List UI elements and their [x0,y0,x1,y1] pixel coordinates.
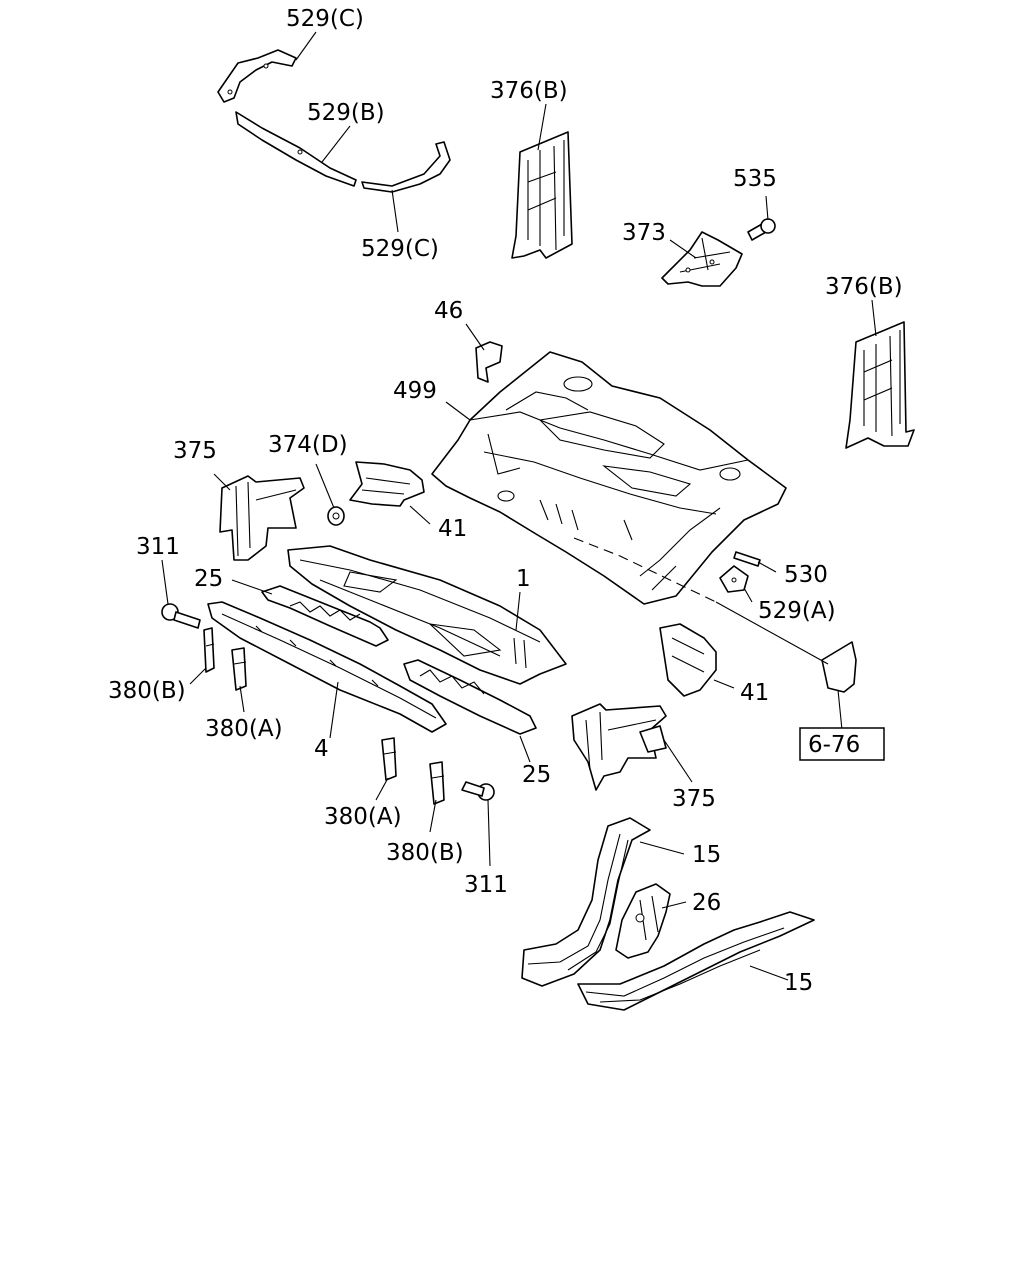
label-529a: 529(A) [758,598,836,624]
bolt-311-left [161,603,201,629]
pillar-376b-right [845,321,915,449]
pillar-376b-left [511,131,573,259]
nut-374d [327,506,345,526]
label-373: 373 [622,220,666,246]
bracket-529a [719,565,749,593]
label-26: 26 [692,890,721,916]
floor-panel-1 [287,545,567,685]
bolt-311-bottom [461,781,495,801]
label-376b-right: 376(B) [825,274,903,300]
label-1: 1 [516,566,531,592]
label-530: 530 [784,562,828,588]
gusset-375-right [571,703,667,791]
gusset-375-left [219,475,305,561]
strip-530 [733,551,761,567]
label-529b: 529(B) [307,100,385,126]
label-380a-mid: 380(A) [324,804,402,830]
reference-box-6-76 [799,727,885,761]
label-375-right: 375 [672,786,716,812]
gusset-41-lower [659,623,717,697]
rear-floor-499 [431,351,787,605]
label-529c-bottom: 529(C) [361,236,439,262]
label-380b-left: 380(B) [108,678,186,704]
label-15-upper: 15 [692,842,721,868]
bracket-373 [661,231,743,287]
label-46: 46 [434,298,463,324]
label-15-lower: 15 [784,970,813,996]
bolt-535 [747,218,776,241]
label-535: 535 [733,166,777,192]
callout-labels: 529(C) 529(B) 529(C) 376(B) 535 373 376(… [108,6,903,996]
label-374d: 374(D) [268,432,348,458]
gusset-41-upper [349,461,425,507]
label-41-lower: 41 [740,680,769,706]
bracket-46 [475,341,503,383]
bracket-380b-mid [429,761,445,805]
frame-rail-15-upper [521,817,651,987]
bracket-26 [615,883,671,959]
leader-lines [161,31,877,981]
label-4: 4 [314,736,329,762]
crossmember-4 [207,601,447,733]
brace-529 [217,49,451,193]
label-380a-left: 380(A) [205,716,283,742]
label-311-bottom: 311 [464,872,508,898]
label-529c-top: 529(C) [286,6,364,32]
label-376b-left: 376(B) [490,78,568,104]
frame-rail-15-lower [577,911,815,1011]
label-41-upper: 41 [438,516,467,542]
reinforcement-25-right [403,659,537,735]
bracket-380a-mid [381,737,397,781]
label-375-left: 375 [173,438,217,464]
label-380b-mid: 380(B) [386,840,464,866]
reference-part-6-76 [821,641,857,693]
bracket-380b-left [203,627,215,673]
reinforcement-25-left [261,585,389,647]
bracket-380a-left [231,647,247,691]
label-6-76[interactable]: 6-76 [808,732,860,758]
label-311-left: 311 [136,534,180,560]
label-25-right: 25 [522,762,551,788]
label-25-left: 25 [194,566,223,592]
label-499: 499 [393,378,437,404]
